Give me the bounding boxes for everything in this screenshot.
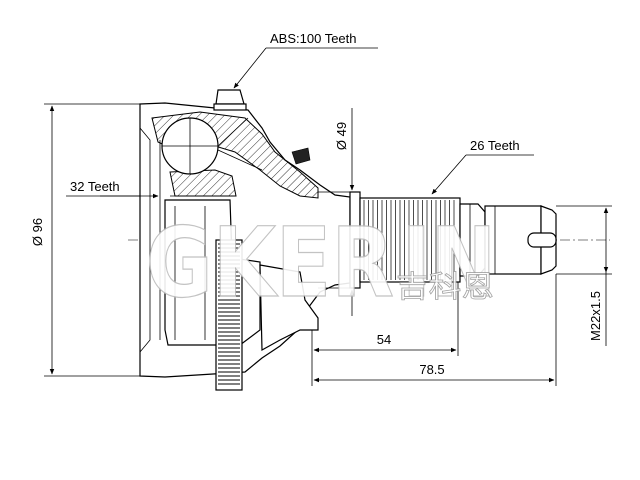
watermark-chinese: 吉科恩 <box>396 270 494 305</box>
housing-inner-wall <box>139 127 151 353</box>
watermark: GKER IN 吉科恩 <box>145 206 496 319</box>
dim-thread-label: M22x1.5 <box>588 291 603 341</box>
label-26-teeth: 26 Teeth <box>470 138 520 153</box>
housing-section-lower <box>169 169 237 197</box>
abs-sensor-boss <box>215 89 245 105</box>
abs-ring <box>215 239 243 391</box>
dim-49-label: Ø 49 <box>334 122 349 150</box>
label-32-teeth: 32 Teeth <box>70 179 120 194</box>
label-abs-teeth: ABS:100 Teeth <box>270 31 357 46</box>
dim-54-label: 54 <box>377 332 391 347</box>
housing-shoulder-lower <box>259 264 319 352</box>
boot-clip <box>291 147 311 165</box>
dim-96-label: Ø 96 <box>30 218 45 246</box>
spline-lines <box>363 200 455 280</box>
watermark-suffix: IN <box>402 207 496 319</box>
watermark-brand: GKER <box>146 207 394 319</box>
splined-shaft <box>359 197 461 283</box>
cotter-pin-hole <box>527 232 557 248</box>
dim-78-label: 78.5 <box>419 362 444 377</box>
abs-ring-teeth <box>218 243 240 385</box>
